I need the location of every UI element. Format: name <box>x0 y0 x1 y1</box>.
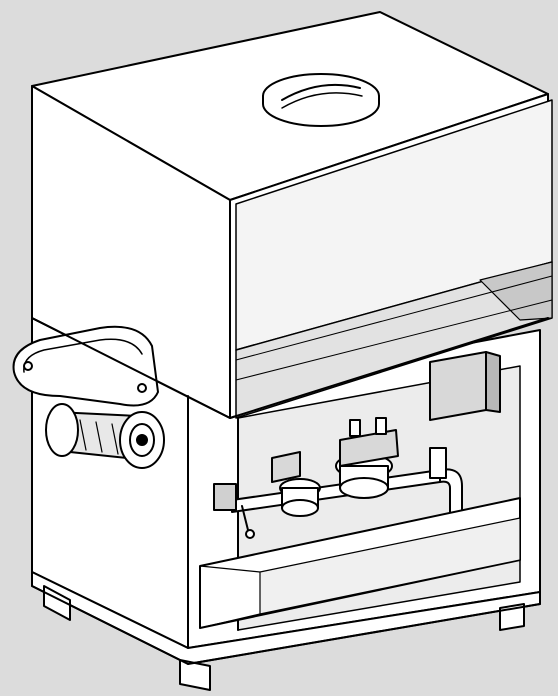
drain-pan <box>199 497 521 629</box>
edge-lines <box>31 317 549 649</box>
top-cap <box>262 73 380 127</box>
control-box <box>429 351 501 421</box>
base-frame <box>31 571 541 691</box>
burner-assembly <box>12 325 165 469</box>
gas-train <box>213 417 463 561</box>
